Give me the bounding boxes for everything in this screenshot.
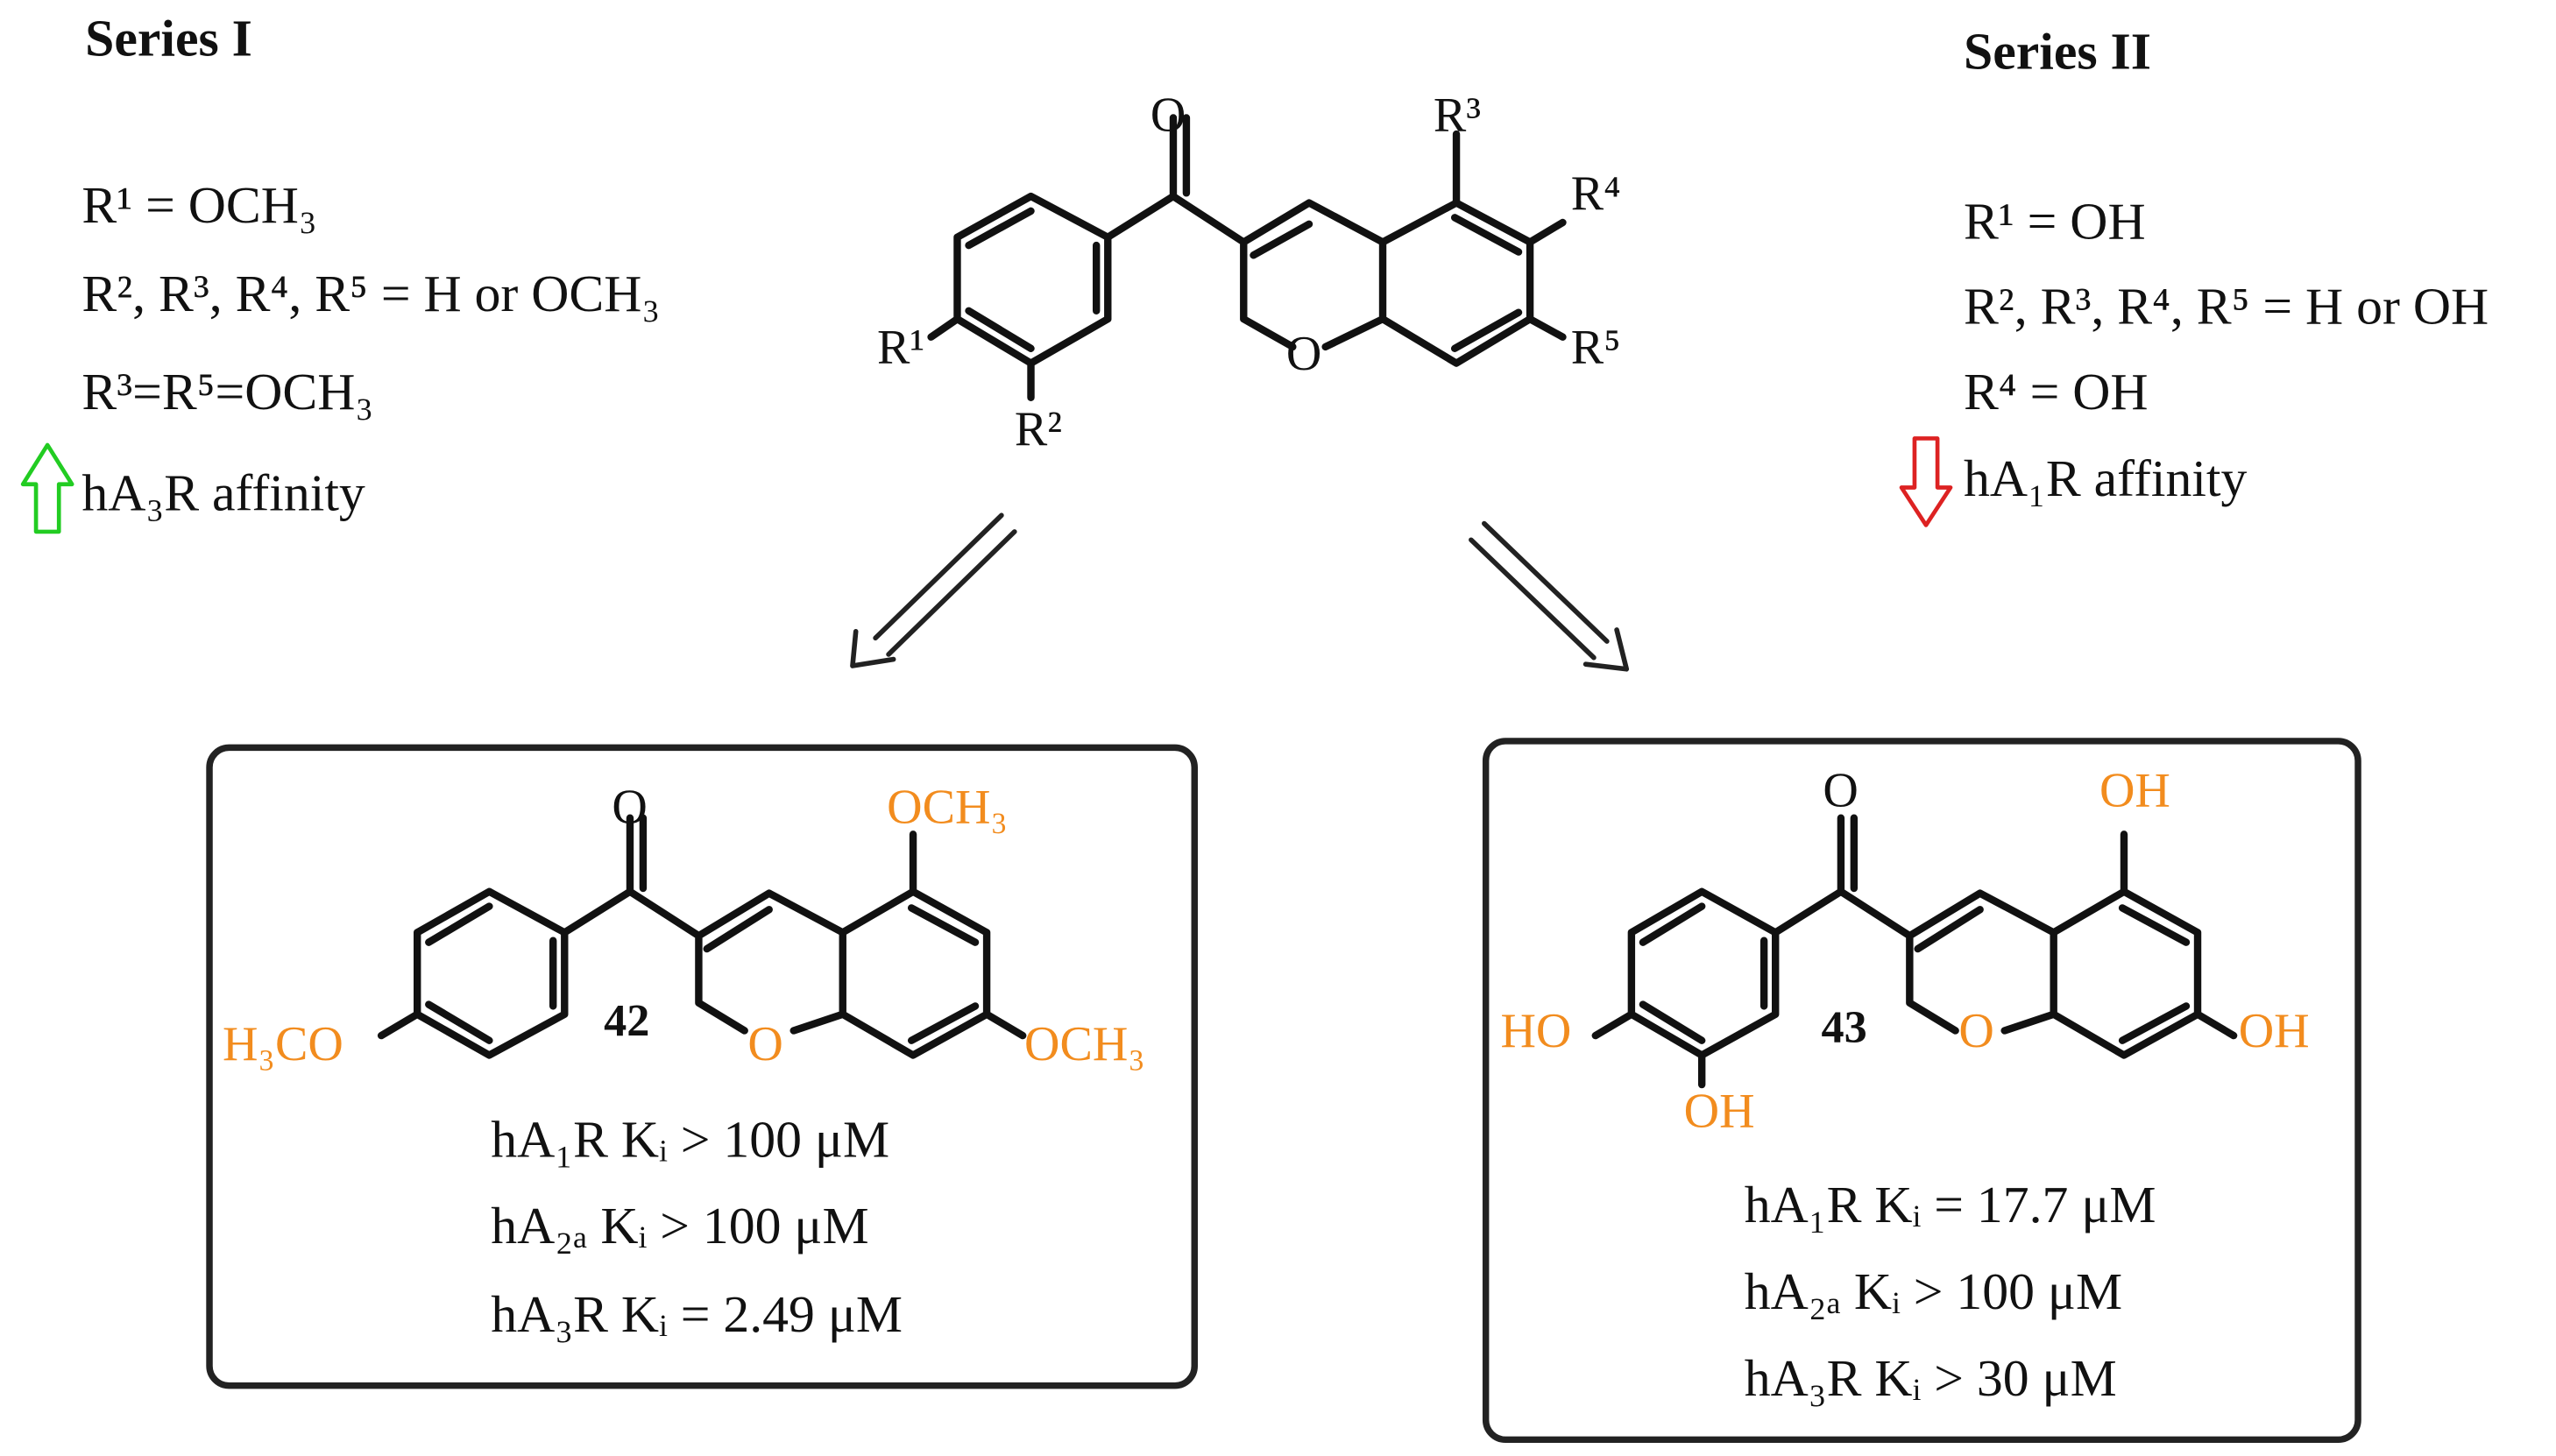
scaffold-structure: O O R¹ R² R³ R⁴ R⁵ [877,88,1621,456]
series-i-r3r5: R³=R⁵=OCH₃ [81,363,373,421]
series-ii-r1: R¹ = OH [1964,193,2146,251]
compound-43-number: 43 [1822,1002,1867,1053]
series-ii-panel: Series II R¹ = OH R², R³, R⁴, R⁵ = H or … [1899,22,2489,527]
series-i-r1: R¹ = OCH₃ [81,176,316,234]
compound-42-ki-a1: hA₁R Kᵢ > 100 μM [491,1110,889,1168]
compound-42-ring-o: O [747,1017,782,1071]
scaffold-r4: R⁴ [1571,166,1621,221]
series-i-r2345: R², R³, R⁴, R⁵ = H or OCH₃ [81,265,660,322]
compound-42-card: O O OCH₃ OCH₃ H₃CO 42 hA₁R Kᵢ > 100 μM h… [206,744,1198,1389]
scaffold-r1: R¹ [877,321,924,375]
compound-43-sub-5: OH [2099,764,2170,818]
compound-43-ki-a3: hA₃R Kᵢ > 30 μM [1745,1349,2117,1407]
compound-43-ring-o: O [1958,1004,1993,1058]
up-arrow-icon [20,442,74,534]
series-i-affinity: hA₃R affinity [81,464,365,522]
compound-43-sub-3p: OH [1684,1085,1755,1139]
scaffold-r2: R² [1015,402,1062,456]
compound-42-ki-a3: hA₃R Kᵢ = 2.49 μM [491,1285,903,1343]
compound-42-carbonyl-o: O [612,780,647,834]
compound-43-sub-7: OH [2239,1004,2310,1058]
right-diagonal-arrow [1469,520,1630,672]
compound-43-ki-a1: hA₁R Kᵢ = 17.7 μM [1745,1176,2156,1233]
series-ii-affinity: hA₁R affinity [1964,449,2248,507]
compound-43-sub-4p: HO [1500,1004,1571,1058]
compound-42-ki-a2a: hA₂ₐ Kᵢ > 100 μM [491,1197,868,1255]
series-ii-title: Series II [1964,22,2151,80]
series-ii-r2345: R², R³, R⁴, R⁵ = H or OH [1964,278,2489,336]
compound-42-sub-4p: H₃CO [223,1017,343,1071]
series-i-title: Series I [85,9,252,67]
compound-43-ki-a2a: hA₂ₐ Kᵢ > 100 μM [1745,1262,2122,1320]
left-diagonal-arrow [850,512,1017,668]
scaffold-carbonyl-o: O [1151,88,1186,142]
compound-43-carbonyl-o: O [1823,764,1858,818]
series-i-panel: Series I R¹ = OCH₃ R², R³, R⁴, R⁵ = H or… [20,9,660,534]
scaffold-r5: R⁵ [1571,321,1621,375]
compound-43-card: O O OH OH HO OH 43 hA₁R Kᵢ = 17.7 μM hA₂… [1482,738,2361,1444]
down-arrow-icon [1899,436,1953,527]
compound-42-number: 42 [604,995,649,1046]
series-ii-r4: R⁴ = OH [1964,363,2149,421]
compound-42-sub-7: OCH₃ [1024,1017,1145,1071]
scaffold-ring-o: O [1286,327,1321,381]
compound-42-sub-5: OCH₃ [887,780,1008,834]
scaffold-r3: R³ [1434,88,1481,142]
